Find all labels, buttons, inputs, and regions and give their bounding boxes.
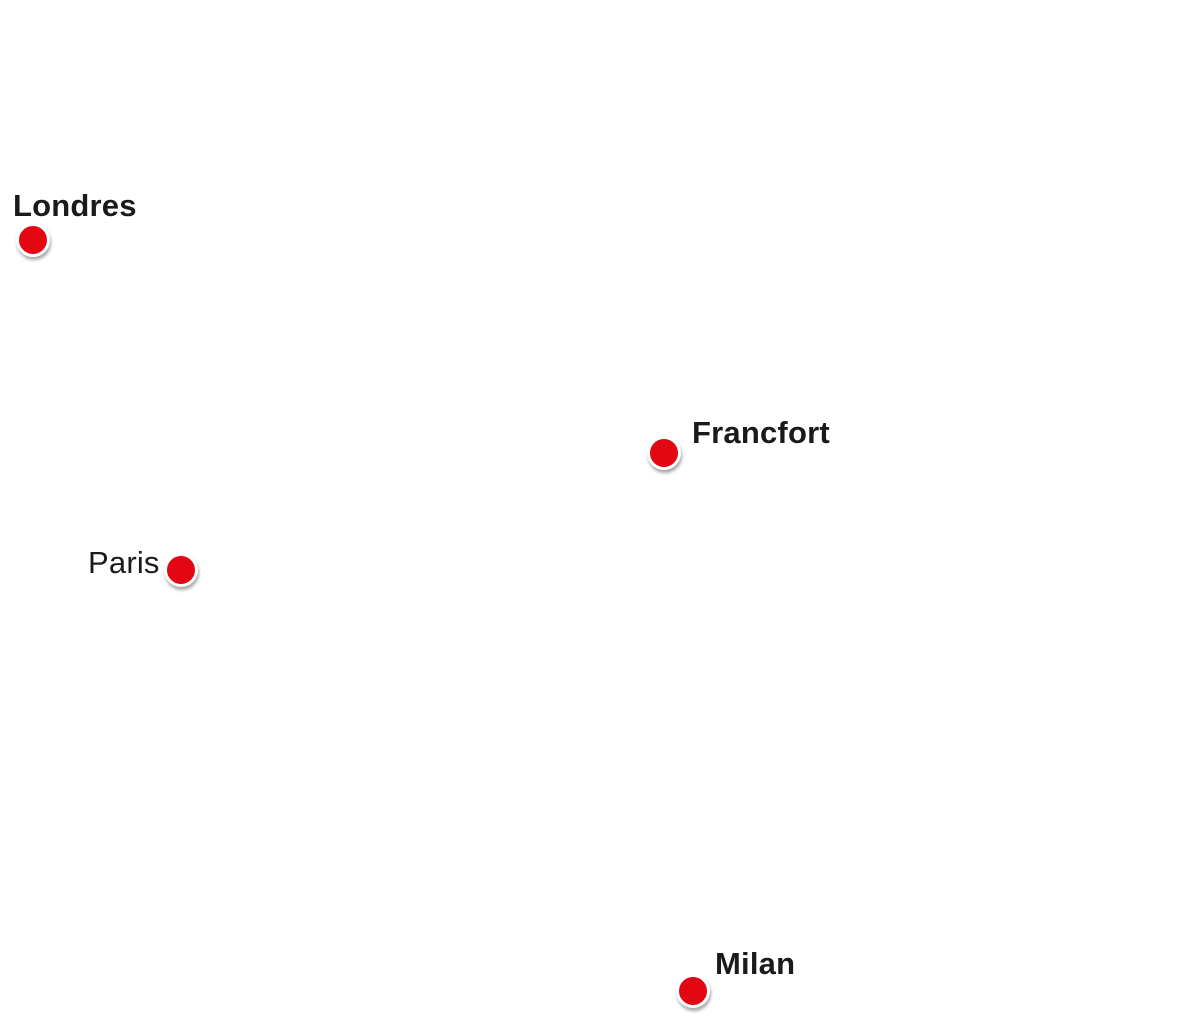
city-marker-paris[interactable]: [164, 553, 198, 587]
city-marker-londres[interactable]: [16, 223, 50, 257]
city-label-londres: Londres: [13, 188, 137, 223]
city-label-francfort: Francfort: [692, 415, 830, 450]
city-marker-francfort[interactable]: [647, 436, 681, 470]
city-label-paris: Paris: [88, 545, 160, 580]
city-label-milan: Milan: [715, 946, 796, 981]
city-marker-milan[interactable]: [676, 974, 710, 1008]
